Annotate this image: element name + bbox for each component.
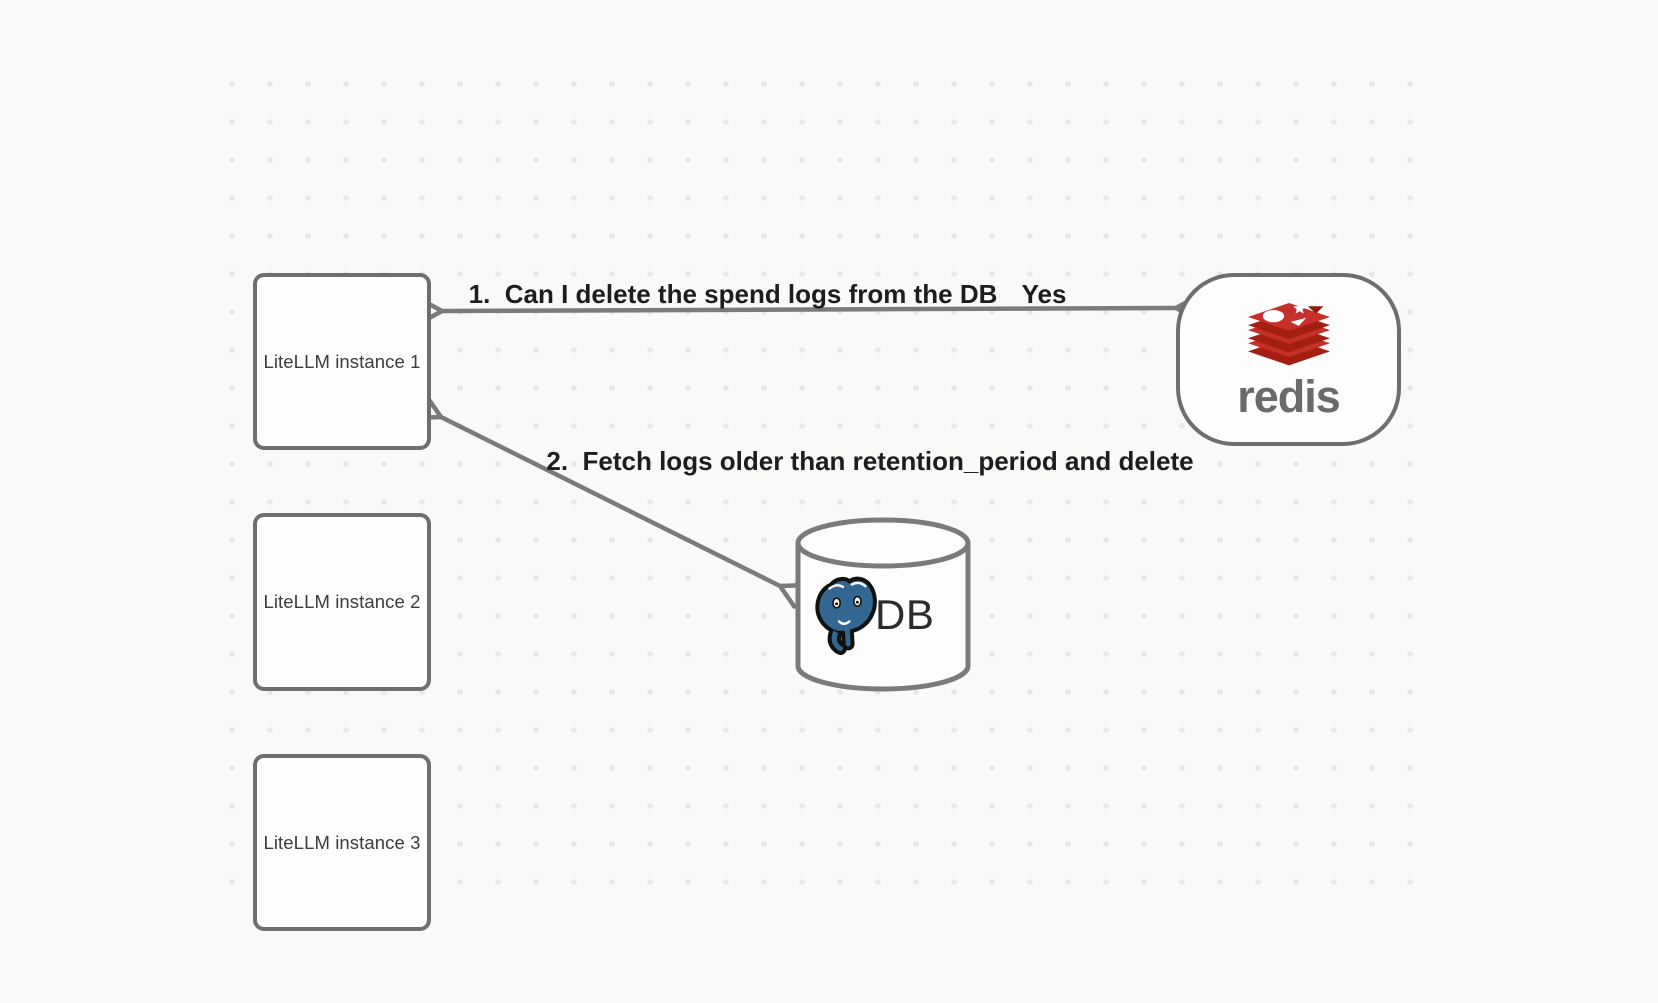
arrow1-label[interactable]: 1. Can I delete the spend logs from the … [468, 279, 998, 309]
postgresql-icon [815, 576, 877, 655]
node-litellm-instance-1-label: LiteLLM instance 1 [263, 350, 421, 372]
node-redis-label: redis [1237, 371, 1341, 422]
node-litellm-instance-2[interactable]: LiteLLM instance 2 [253, 513, 431, 691]
node-litellm-instance-1[interactable]: LiteLLM instance 1 [253, 273, 431, 450]
redis-icon [1247, 302, 1330, 366]
node-database-label: DB [875, 591, 935, 638]
arrow-instance1-to-db[interactable] [413, 394, 808, 609]
node-redis[interactable]: redis [1176, 273, 1401, 446]
node-litellm-instance-2-label: LiteLLM instance 2 [263, 591, 421, 612]
arrow2-label[interactable]: 2. Fetch logs older than retention_perio… [546, 446, 1194, 476]
node-litellm-instance-3-label: LiteLLM instance 3 [263, 831, 421, 853]
node-litellm-instance-3[interactable]: LiteLLM instance 3 [253, 754, 431, 931]
arrow1-response-label[interactable]: Yes [1021, 279, 1067, 309]
arrow-redis-to-instance1[interactable] [417, 293, 1201, 326]
node-database[interactable]: DB [795, 515, 971, 697]
